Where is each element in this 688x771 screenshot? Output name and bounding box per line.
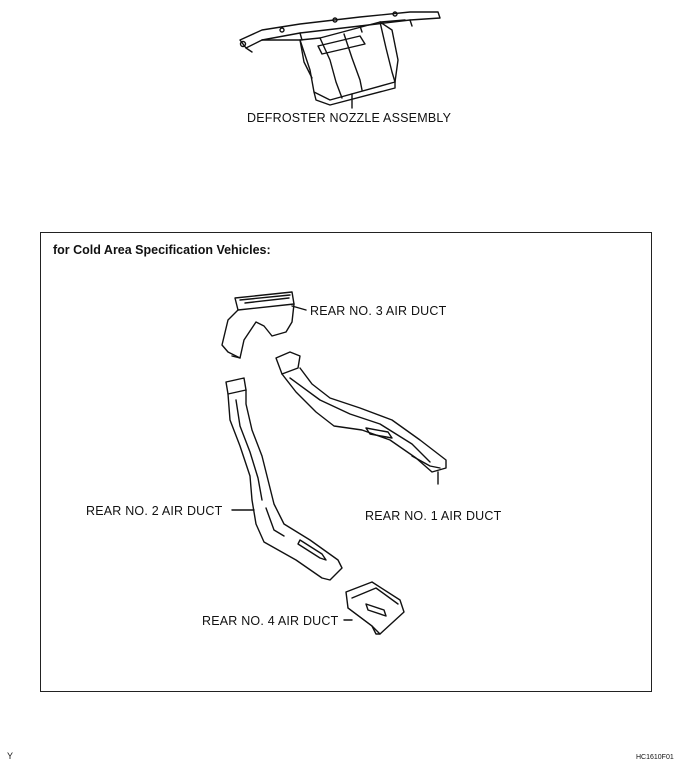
defroster-nozzle-label: DEFROSTER NOZZLE ASSEMBLY bbox=[247, 111, 452, 125]
rear-no4-duct-label: REAR NO. 4 AIR DUCT bbox=[202, 614, 339, 628]
defroster-nozzle-drawing bbox=[239, 11, 441, 109]
rear-no2-duct-label: REAR NO. 2 AIR DUCT bbox=[86, 504, 223, 518]
rear-no3-duct-label: REAR NO. 3 AIR DUCT bbox=[310, 304, 447, 318]
corner-mark-left: Y bbox=[7, 751, 14, 761]
figure-code: HC1610F01 bbox=[636, 754, 674, 761]
rear-no1-duct-drawing bbox=[275, 351, 447, 485]
panel-heading: for Cold Area Specification Vehicles: bbox=[53, 243, 271, 257]
cold-area-panel bbox=[40, 232, 652, 692]
rear-no2-duct-drawing bbox=[225, 377, 343, 581]
rear-no1-duct-label: REAR NO. 1 AIR DUCT bbox=[365, 509, 502, 523]
rear-no3-duct-drawing bbox=[221, 291, 307, 359]
rear-no4-duct-drawing bbox=[343, 581, 405, 635]
